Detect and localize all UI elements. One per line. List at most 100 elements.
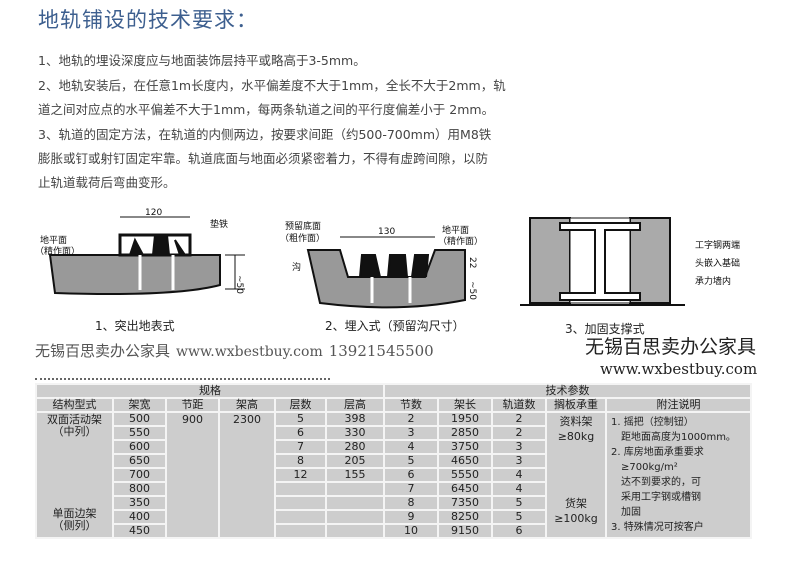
label-ground-sub: （精作面） xyxy=(438,235,483,247)
note-line: 2. 库房地面承重要求 xyxy=(611,447,704,458)
column-header: 结构型式 xyxy=(35,397,114,413)
note-line: ≥700kg/m² xyxy=(611,462,678,473)
cell-length: 4650 xyxy=(437,453,493,469)
cell-length: 7350 xyxy=(437,495,493,511)
paragraph-line: 道之间对应点的水平偏差不大于1mm，每两条轨道之间的平行度偏差小于 2mm。 xyxy=(38,102,495,117)
label-reserved: 预留底面 xyxy=(285,220,321,232)
diagram-caption: 3、加固支撑式 xyxy=(565,322,645,336)
load-value: ≥80kg xyxy=(557,430,595,443)
cell-sections: 3 xyxy=(383,425,439,441)
cell-length: 6450 xyxy=(437,481,493,497)
watermark: www.wxbestbuy.com xyxy=(600,360,758,378)
column-header: 架高 xyxy=(218,397,276,413)
cell-width: 350 xyxy=(112,495,167,511)
column-header: 附注说明 xyxy=(605,397,752,413)
cell-width: 700 xyxy=(112,467,167,483)
note-line: 3. 特殊情况可按客户 xyxy=(611,522,704,533)
diagram-embedded: 130 预留底面 （粗作面） 地平面 （精作面） 沟 22 ~50 xyxy=(280,220,483,309)
note-line: 采用工字钢或槽钢 xyxy=(611,492,701,503)
note-line: 1. 摇把（控制钮） xyxy=(611,417,694,428)
cell-tracks: 2 xyxy=(491,411,547,427)
type-sub-label: （侧列） xyxy=(52,519,97,532)
watermark-left: 无锡百思卖办公家具 www.wxbestbuy.com 13921545500 xyxy=(35,340,434,361)
cell-width: 650 xyxy=(112,453,167,469)
note-line: 达不到要求的，可 xyxy=(611,477,701,488)
cell-sections: 2 xyxy=(383,411,439,427)
cell-sections: 7 xyxy=(383,481,439,497)
type-sub-label: （中列） xyxy=(52,425,97,438)
cell-sections: 8 xyxy=(383,495,439,511)
cell-layers: 12 xyxy=(274,467,327,483)
diagram-caption: 1、突出地表式 xyxy=(95,319,175,333)
cell-tracks: 6 xyxy=(491,523,547,539)
label-ground-sub: （精作面） xyxy=(35,245,80,257)
cell-sections: 6 xyxy=(383,467,439,483)
dim-width: 120 xyxy=(145,208,162,218)
cell-width: 500 xyxy=(112,411,167,427)
dim-depth1: 22 xyxy=(467,257,477,268)
diagram-caption: 2、埋入式（预留沟尺寸） xyxy=(325,319,465,333)
paragraph-line: 止轨道载荷后弯曲变形。 xyxy=(38,175,176,190)
cell-layer-height: 155 xyxy=(325,467,385,483)
cell-type: 双面活动架（中列） 单面边架（侧列） xyxy=(35,411,114,539)
column-header: 架长 xyxy=(437,397,493,413)
cell-width: 450 xyxy=(112,523,167,539)
cell-layer-height: 280 xyxy=(325,439,385,455)
dotted-divider xyxy=(35,378,330,380)
cell-layers xyxy=(274,495,327,511)
cell-layers xyxy=(274,481,327,497)
column-header: 架宽 xyxy=(112,397,167,413)
column-header: 层高 xyxy=(325,397,385,413)
type-label: 单面边架 xyxy=(52,507,97,520)
cell-sections: 9 xyxy=(383,509,439,525)
cell-tracks: 5 xyxy=(491,495,547,511)
column-header: 节数 xyxy=(383,397,439,413)
cell-tracks: 2 xyxy=(491,425,547,441)
paragraph-line: 膨胀或钉或射钉固定牢靠。轨道底面与地面必须紧密着力，不得有虚跨间隙，以防 xyxy=(38,151,489,166)
label-shim: 垫铁 xyxy=(210,218,228,230)
paragraph-line: 1、地轨的埋设深度应与地面装饰层持平或略高于3-5mm。 xyxy=(38,53,366,68)
cell-tracks: 3 xyxy=(491,453,547,469)
label-ground: 地平面 xyxy=(40,234,67,246)
load-value: ≥100kg xyxy=(554,512,598,525)
cell-length: 9150 xyxy=(437,523,493,539)
label-groove: 沟 xyxy=(292,261,301,273)
label-reserved-sub: （粗作面） xyxy=(280,232,325,244)
column-header: 层数 xyxy=(274,397,327,413)
dim-width: 130 xyxy=(378,227,395,237)
spec-table: 规格 技术参数 结构型式架宽节距架高层数层高节数架长轨道数搁板承重附注说明 双面… xyxy=(35,383,752,539)
cell-layer-height: 330 xyxy=(325,425,385,441)
load-label: 资料架 xyxy=(559,415,593,428)
cell-layers: 8 xyxy=(274,453,327,469)
cell-layer-height: 398 xyxy=(325,411,385,427)
cell-sections: 10 xyxy=(383,523,439,539)
cell-sections: 5 xyxy=(383,453,439,469)
cell-length: 2850 xyxy=(437,425,493,441)
type-label: 双面活动架 xyxy=(47,413,102,426)
cell-notes: 1. 摇把（控制钮） 距地面高度为1000mm。 2. 库房地面承重要求 ≥700… xyxy=(605,411,752,539)
cell-width: 550 xyxy=(112,425,167,441)
cell-layers: 7 xyxy=(274,439,327,455)
diagram-surface-mount: 120 垫铁 地平面 （精作面） ~50 xyxy=(35,208,245,295)
cell-height: 2300 xyxy=(218,411,276,539)
cell-length: 5550 xyxy=(437,467,493,483)
note-line: 工字钢两端 xyxy=(695,239,740,251)
cell-width: 400 xyxy=(112,509,167,525)
note-line: 距地面高度为1000mm。 xyxy=(611,432,736,443)
cell-layer-height xyxy=(325,509,385,525)
note-line: 头嵌入基础 xyxy=(695,257,740,269)
note-line: 加固 xyxy=(611,507,641,518)
group-header-tech: 技术参数 xyxy=(383,383,752,399)
group-header-spec: 规格 xyxy=(35,383,385,399)
cell-width: 800 xyxy=(112,481,167,497)
load-label: 货架 xyxy=(565,497,587,510)
cell-layer-height xyxy=(325,495,385,511)
